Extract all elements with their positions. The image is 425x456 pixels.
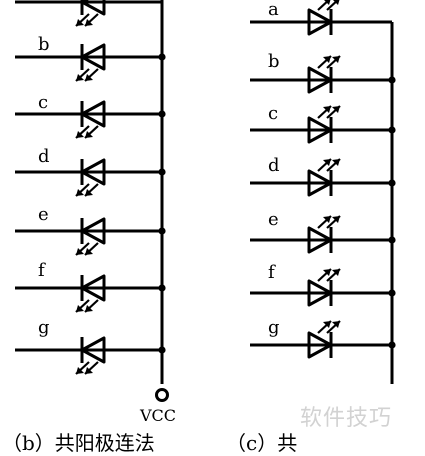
- watermark: 软件技巧: [300, 406, 393, 431]
- light-arrowhead-a: [333, 0, 340, 5]
- light-arrowhead-c: [85, 131, 93, 138]
- light-arrow-a: [326, 0, 340, 11]
- segment-label-f: f: [38, 260, 46, 281]
- led-body-d: [307, 169, 333, 197]
- light-arrowhead-c: [332, 106, 340, 113]
- led-body-f: [80, 274, 106, 302]
- light-arrowhead-e: [85, 248, 93, 255]
- segment-label-e: e: [38, 204, 49, 225]
- segment-label-g: g: [38, 317, 50, 338]
- common-anode-circuit: b c d e f g: [15, 0, 169, 402]
- light-arrow-a: [317, 0, 331, 11]
- led-body-g: [80, 336, 106, 364]
- light-arrowhead-b: [323, 56, 331, 63]
- light-arrowhead-d: [332, 159, 340, 166]
- led-body-g: [307, 331, 333, 359]
- segment-label-b: b: [38, 34, 50, 55]
- light-arrowhead-g: [332, 321, 340, 328]
- junction-dot-e: [158, 227, 166, 235]
- led-body-b: [80, 43, 106, 71]
- led-body-e: [307, 226, 333, 254]
- junction-dot-b: [158, 53, 166, 61]
- junction-dot-g: [158, 346, 166, 354]
- segment-label-f: f: [268, 262, 276, 283]
- light-arrowhead-e: [332, 216, 340, 223]
- led-body-c: [80, 100, 106, 128]
- junction-dot-g: [388, 341, 396, 349]
- junction-dot-d: [158, 168, 166, 176]
- segment-label-g: g: [268, 317, 280, 338]
- light-arrowhead-d: [76, 189, 84, 196]
- led-body-a: [307, 8, 333, 36]
- junction-dot-c: [388, 126, 396, 134]
- junction-dot-b: [388, 76, 396, 84]
- led-body-a: [80, 0, 106, 16]
- light-arrowhead-a: [85, 19, 93, 26]
- led-body-b: [307, 66, 333, 94]
- led-body-e: [80, 217, 106, 245]
- segment-label-a: a: [268, 0, 279, 20]
- caption-c: （c）共: [226, 431, 298, 455]
- caption-b: （b）共阳极连法: [2, 431, 155, 455]
- segment-label-c: c: [38, 92, 48, 113]
- segment-label-d: d: [268, 155, 280, 176]
- second-circuit: a b c d e f g: [250, 0, 396, 384]
- segment-label-b: b: [268, 51, 280, 72]
- light-arrowhead-c: [76, 131, 84, 138]
- segment-label-d: d: [38, 146, 50, 167]
- light-arrowhead-e: [76, 248, 84, 255]
- junction-dot-f: [158, 284, 166, 292]
- junction-dot-d: [388, 179, 396, 187]
- light-arrowhead-f: [323, 269, 331, 276]
- vcc-terminal: [155, 388, 169, 402]
- light-arrowhead-b: [85, 74, 93, 81]
- led-body-f: [307, 279, 333, 307]
- light-arrowhead-c: [323, 106, 331, 113]
- segment-label-e: e: [268, 209, 279, 230]
- light-arrowhead-a: [324, 0, 331, 5]
- light-arrowhead-g: [76, 367, 84, 374]
- light-arrowhead-e: [323, 216, 331, 223]
- led-body-d: [80, 158, 106, 186]
- led-body-c: [307, 116, 333, 144]
- junction-dot-f: [388, 289, 396, 297]
- junction-dot-e: [388, 236, 396, 244]
- light-arrowhead-g: [85, 367, 93, 374]
- light-arrowhead-f: [332, 269, 340, 276]
- light-arrowhead-g: [323, 321, 331, 328]
- light-arrowhead-a: [76, 19, 84, 26]
- vcc-label: VCC: [139, 406, 176, 425]
- light-arrowhead-f: [76, 305, 84, 312]
- light-arrowhead-b: [76, 74, 84, 81]
- light-arrowhead-d: [323, 159, 331, 166]
- light-arrowhead-b: [332, 56, 340, 63]
- junction-dot-c: [158, 110, 166, 118]
- light-arrowhead-f: [85, 305, 93, 312]
- light-arrowhead-d: [85, 189, 93, 196]
- segment-label-c: c: [268, 103, 278, 124]
